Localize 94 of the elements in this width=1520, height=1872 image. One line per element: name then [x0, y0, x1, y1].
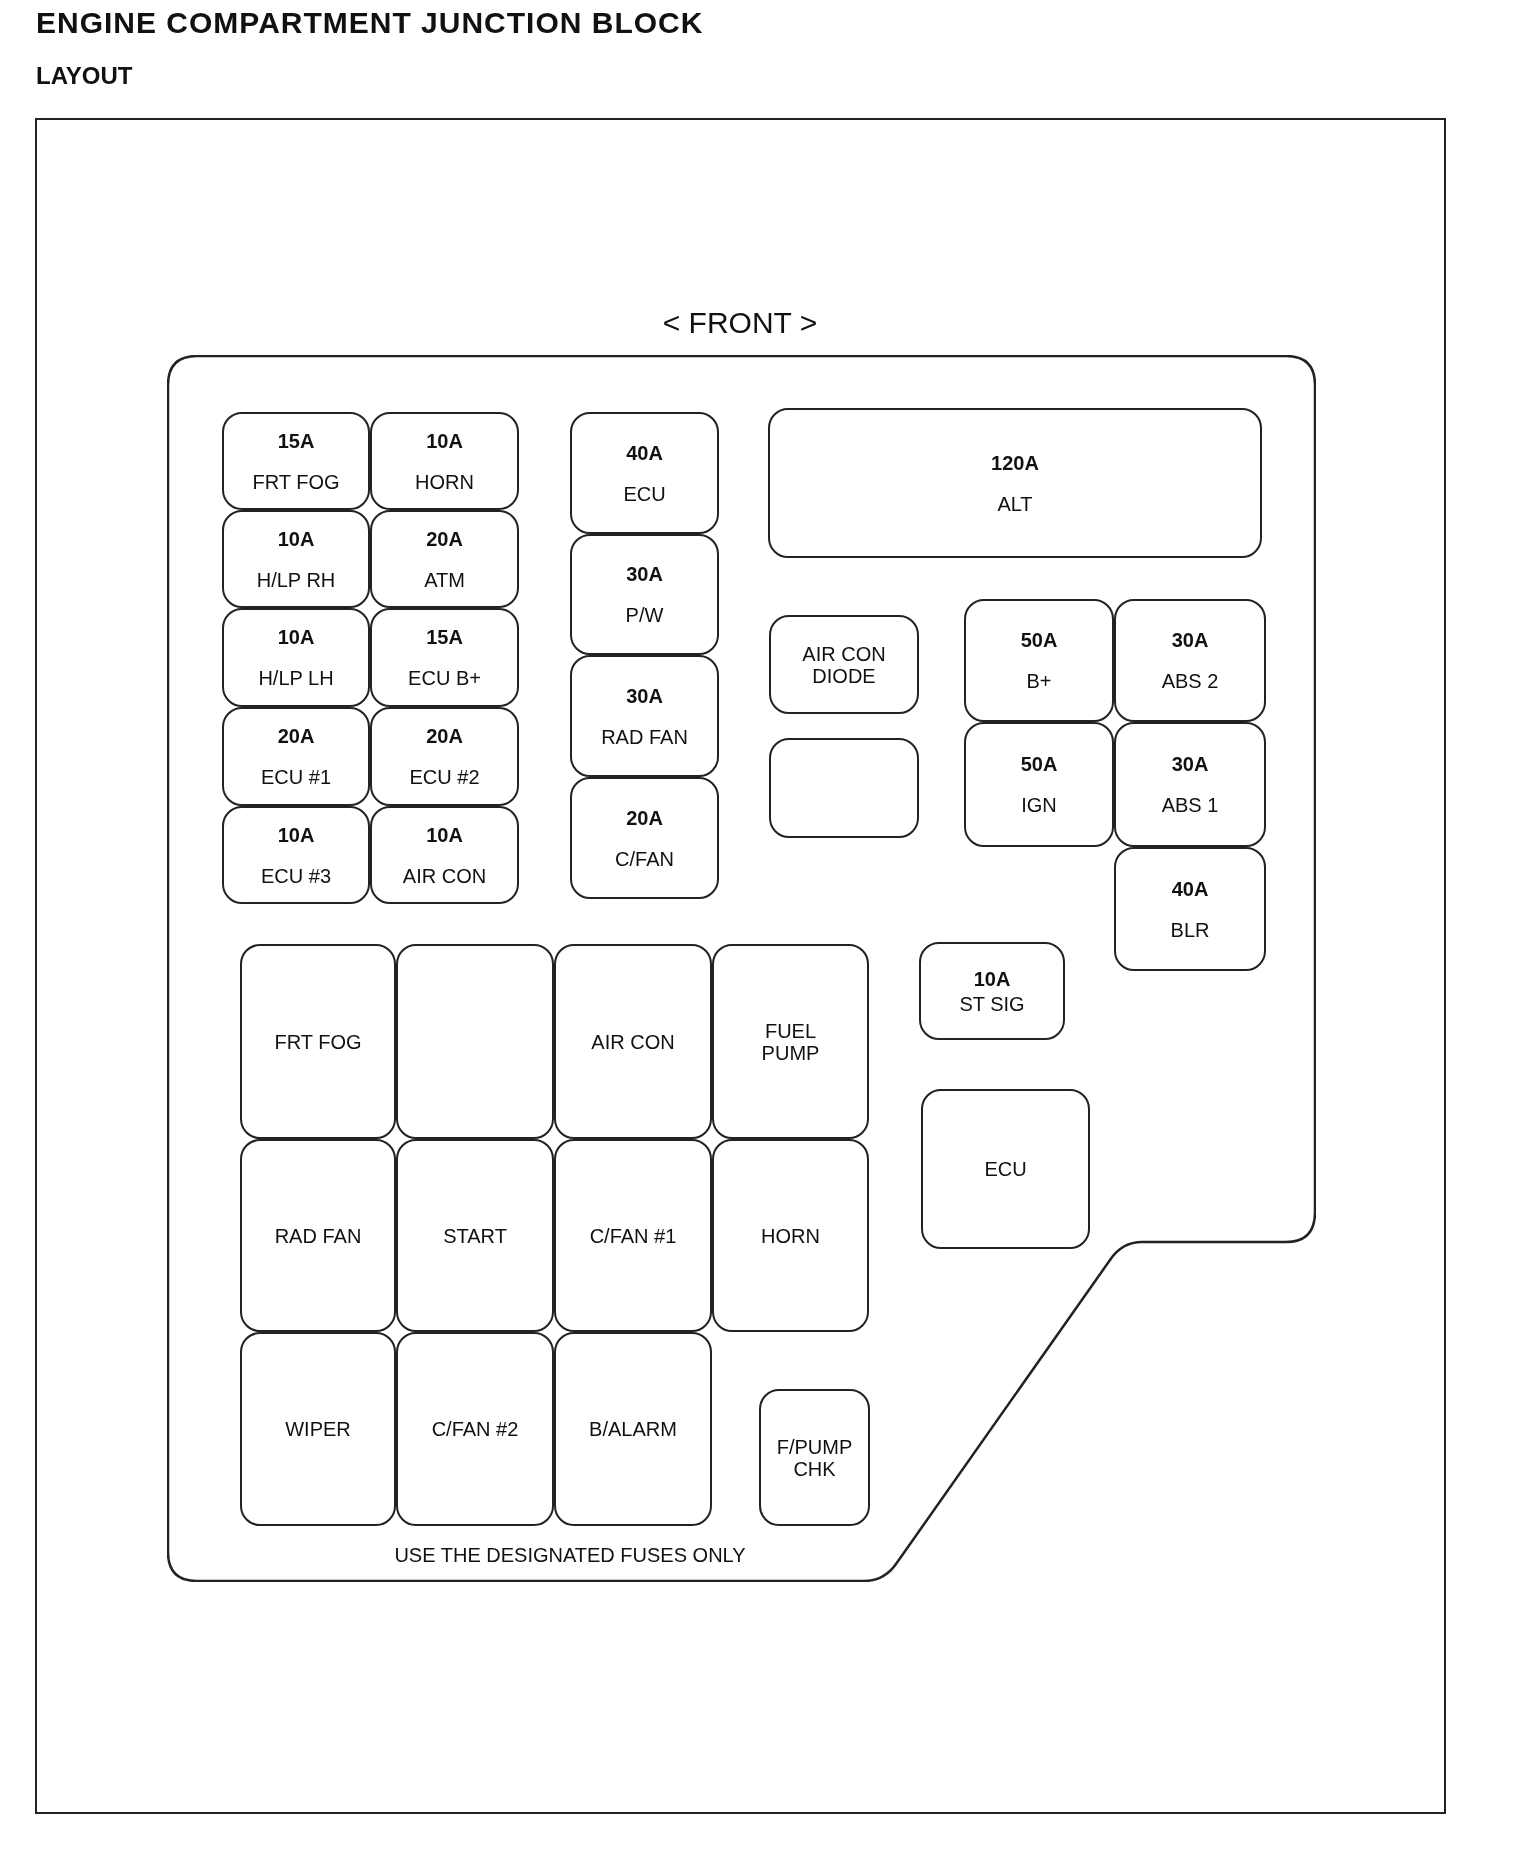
fuse-box — [1114, 847, 1266, 971]
amperage-label: 20A — [426, 527, 463, 551]
fuse-name: ECU — [984, 1158, 1027, 1180]
fuse-box — [554, 1139, 712, 1332]
amperage-label: 10A — [973, 967, 1011, 991]
amperage-label: 120A — [991, 451, 1039, 475]
fuse-box — [370, 608, 519, 707]
fuse-box — [1114, 599, 1266, 722]
fuse-name: C/FAN — [615, 847, 674, 870]
fuse-box — [712, 1139, 869, 1332]
fuse-name: ECU #1 — [261, 766, 331, 788]
fuse-name: H/LP LH — [258, 667, 334, 689]
fuse-name: FRT FOG — [252, 470, 340, 493]
amperage-label: 30A — [626, 684, 663, 708]
fuse-box — [712, 944, 869, 1139]
fuse-name: RAD FAN — [274, 1224, 362, 1247]
fuse-name: F/PUMP CHK — [775, 1435, 854, 1480]
fuse-name: AIR CON — [402, 864, 487, 887]
title: ENGINE COMPARTMENT JUNCTION BLOCK — [36, 6, 704, 40]
amperage-label: 10A — [277, 823, 315, 847]
amperage-label: 10A — [426, 429, 463, 453]
amperage-label: 10A — [426, 823, 463, 847]
fuse-box — [570, 534, 719, 655]
fuse-box — [370, 806, 519, 904]
fuse-box — [554, 944, 712, 1139]
amperage-label: 15A — [426, 626, 463, 649]
fuse-name: RAD FAN — [601, 725, 688, 748]
fuse-box — [396, 1332, 554, 1526]
fuse-box — [222, 806, 370, 904]
fuse-name: ST SIG — [959, 992, 1025, 1015]
fuse-box — [554, 1332, 712, 1526]
empty-slot — [769, 738, 919, 838]
fuse-box — [240, 944, 396, 1139]
amperage-label: 30A — [1171, 629, 1209, 652]
fuse-box — [570, 777, 719, 899]
fuse-box — [222, 412, 370, 510]
fuse-name: ATM — [424, 568, 465, 591]
fuse-name: AIR CON — [591, 1030, 675, 1053]
amperage-label: 15A — [277, 429, 315, 453]
fuse-name: ECU #2 — [409, 766, 480, 788]
amperage-label: 40A — [1171, 877, 1209, 901]
subtitle: LAYOUT — [36, 62, 133, 90]
fuse-name: HORN — [415, 470, 474, 493]
fuse-box — [570, 655, 719, 777]
fuse-box — [370, 412, 519, 510]
notice-text: USE THE DESIGNATED FUSES ONLY — [393, 1544, 747, 1567]
amperage-label: 20A — [277, 725, 315, 748]
amperage-label: 20A — [626, 806, 663, 830]
fuse-name: FRT FOG — [274, 1030, 362, 1053]
fuse-name: WIPER — [285, 1418, 351, 1440]
fuse-name: C/FAN #1 — [589, 1224, 677, 1247]
amperage-label: 30A — [626, 563, 663, 586]
fuse-box — [222, 510, 370, 608]
amperage-label: 10A — [277, 527, 315, 551]
amperage-label: 30A — [1171, 753, 1209, 776]
fuse-box — [921, 1089, 1090, 1249]
fuse-name: ECU — [623, 482, 666, 505]
fuse-name: ECU #3 — [261, 864, 331, 887]
fuse-name: ABS 2 — [1161, 670, 1219, 692]
fuse-name: BLR — [1170, 918, 1210, 941]
amperage-label: 50A — [1020, 753, 1058, 776]
fuse-box — [769, 615, 919, 714]
fuse-box — [396, 1139, 554, 1332]
fuse-box — [919, 942, 1065, 1040]
fuse-box — [759, 1389, 870, 1526]
fuse-name: P/W — [625, 604, 664, 626]
fuse-name: IGN — [1021, 794, 1057, 816]
amperage-label: 20A — [426, 725, 463, 748]
amperage-label: 10A — [277, 626, 315, 649]
fuse-box — [222, 608, 370, 707]
fuse-box — [570, 412, 719, 534]
fuse-name: H/LP RH — [256, 568, 336, 591]
fuse-box — [964, 722, 1114, 847]
fuse-box — [370, 707, 519, 806]
fuse-box — [964, 599, 1114, 722]
direction-label: < FRONT > — [661, 306, 819, 340]
fuse-box — [1114, 722, 1266, 847]
fuse-name: FUEL PUMP — [760, 1019, 821, 1064]
fuse-name: AIR CON DIODE — [801, 642, 887, 687]
amperage-label: 50A — [1020, 629, 1058, 652]
fuse-box — [240, 1139, 396, 1332]
fuse-name: START — [443, 1224, 507, 1247]
fuse-name: ABS 1 — [1161, 794, 1219, 816]
fuse-name: ECU B+ — [408, 667, 481, 689]
fuse-box — [370, 510, 519, 608]
fuse-box — [222, 707, 370, 806]
fuse-name: B+ — [1026, 670, 1052, 692]
fuse-box — [768, 408, 1262, 558]
fuse-box — [240, 1332, 396, 1526]
fuse-name: ALT — [997, 492, 1033, 515]
fuse-name: HORN — [761, 1224, 820, 1247]
fuse-name: C/FAN #2 — [431, 1418, 519, 1440]
amperage-label: 40A — [626, 441, 663, 465]
fuse-name: B/ALARM — [589, 1418, 677, 1440]
